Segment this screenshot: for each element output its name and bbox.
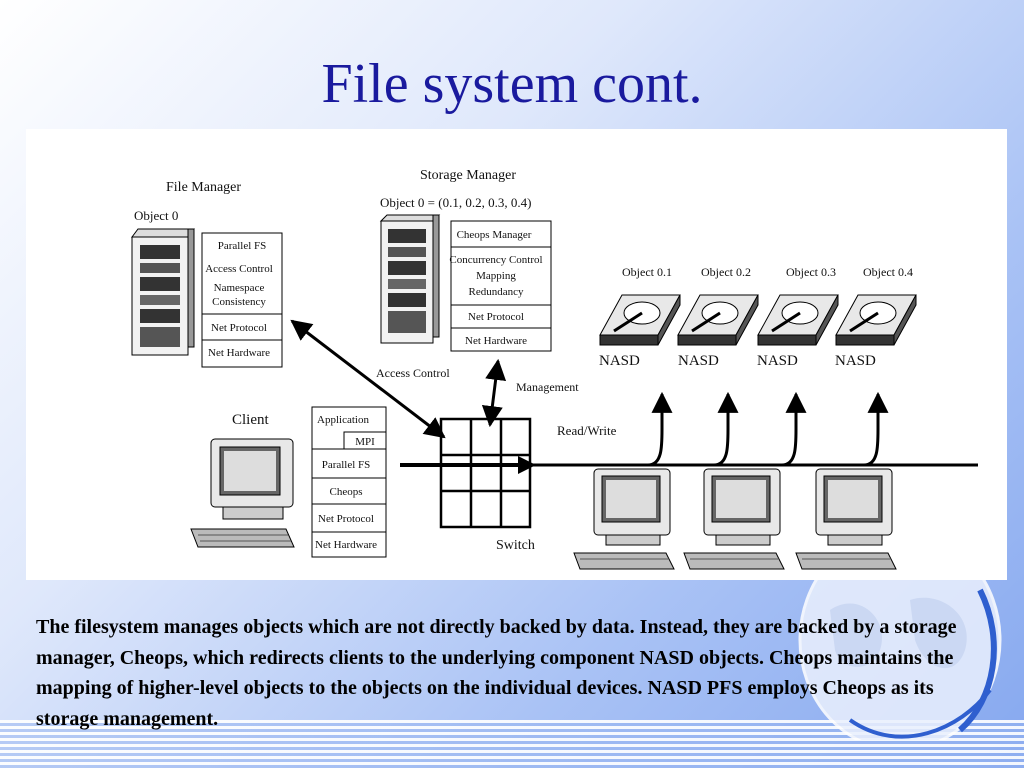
slide-caption: The filesystem manages objects which are…: [36, 616, 957, 730]
nasd-disks: Object 0.1 Object 0.2 Object 0.3 Object …: [599, 265, 917, 369]
nasd-object-label: Object 0.4: [863, 265, 913, 279]
nasd-object-label: Object 0.1: [622, 265, 672, 279]
nasd-label: NASD: [835, 353, 876, 369]
client-layer: Parallel FS: [322, 459, 371, 471]
file-manager-stack: Parallel FS Access Control Namespace Con…: [201, 232, 283, 368]
storage-manager-layer: Concurrency Control: [449, 254, 542, 266]
nasd-disk-icon: [599, 294, 681, 346]
read-write-bus: [400, 391, 978, 474]
access-control-link-label: Access Control: [376, 366, 450, 380]
storage-manager-layer: Cheops Manager: [457, 229, 532, 241]
switch-grid-icon: [439, 417, 532, 529]
storage-manager-layer: Mapping: [476, 270, 516, 282]
file-manager-layer: Parallel FS: [218, 240, 267, 252]
storage-manager-stack: Cheops Manager Concurrency Control Mappi…: [449, 220, 552, 352]
nasd-object-label: Object 0.2: [701, 265, 751, 279]
file-manager-layer: Consistency: [212, 296, 266, 308]
nasd-label: NASD: [678, 353, 719, 369]
client-computer-icon: [683, 468, 785, 570]
file-manager-object-label: Object 0: [134, 208, 178, 223]
client-layer: Cheops: [330, 486, 363, 498]
client-layer: Application: [317, 414, 369, 426]
globe-decoration-icon: [790, 528, 1010, 752]
access-control-link: [290, 319, 446, 439]
file-manager-label: File Manager: [166, 180, 241, 195]
nasd-disk-icon: [835, 294, 917, 346]
storage-manager-layer: Redundancy: [469, 286, 524, 298]
nasd-disk-icon: [757, 294, 839, 346]
client-layer: Net Protocol: [318, 513, 374, 525]
switch-label: Switch: [496, 538, 535, 553]
file-manager-layer: Net Hardware: [208, 347, 270, 359]
client-label: Client: [232, 412, 269, 428]
file-manager-server-icon: [131, 228, 195, 356]
client-computer-icon: [190, 438, 295, 548]
nasd-label: NASD: [757, 353, 798, 369]
file-manager-layer: Access Control: [205, 263, 273, 275]
storage-manager-layer: Net Protocol: [468, 311, 524, 323]
management-link-label: Management: [516, 380, 579, 394]
storage-manager-server-icon: [379, 214, 441, 344]
nasd-label: NASD: [599, 353, 640, 369]
file-manager-layer: Net Protocol: [211, 322, 267, 334]
client-computer-icon: [795, 468, 897, 570]
slide-title: File system cont.: [321, 53, 703, 115]
client-layer: Net Hardware: [315, 539, 377, 551]
client-stack: Application MPI Parallel FS Cheops Net P…: [311, 406, 387, 558]
read-write-link-label: Read/Write: [557, 423, 617, 438]
file-manager-layer: Namespace: [214, 282, 265, 294]
client-layer: MPI: [355, 436, 375, 448]
storage-manager-layer: Net Hardware: [465, 335, 527, 347]
client-computer-icon: [573, 468, 675, 570]
nasd-architecture-diagram: File Manager Object 0 Parallel FS Access…: [26, 129, 1007, 580]
storage-manager-label: Storage Manager: [420, 168, 516, 183]
nasd-disk-icon: [677, 294, 759, 346]
management-link: [481, 358, 507, 428]
nasd-object-label: Object 0.3: [786, 265, 836, 279]
storage-manager-object-label: Object 0 = (0.1, 0.2, 0.3, 0.4): [380, 195, 531, 210]
